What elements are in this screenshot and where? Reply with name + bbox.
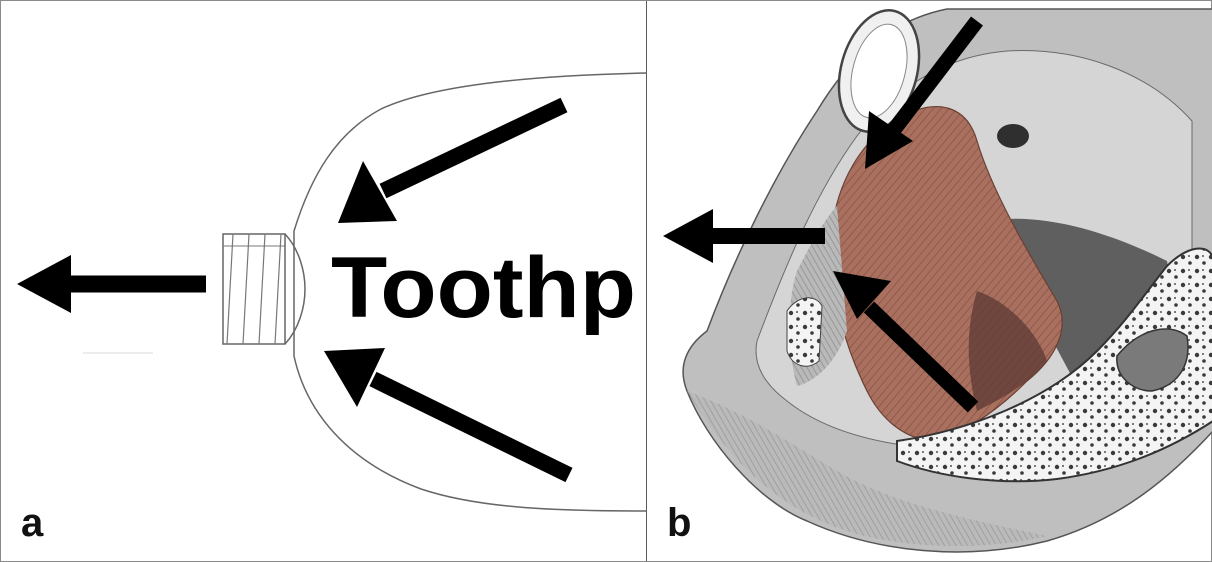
toothpaste-tube-diagram: Toothp	[1, 1, 646, 561]
arrow-down-right-icon	[338, 105, 564, 223]
panel-label-a: a	[21, 503, 43, 543]
anatomical-cross-section-illustration	[647, 1, 1212, 561]
panel-b: b	[647, 1, 1212, 561]
panel-label-b: b	[667, 503, 691, 543]
arrow-left-icon	[17, 255, 206, 313]
tube-cap	[223, 234, 305, 344]
panel-a: Toothp a	[1, 1, 646, 561]
tube-label: Toothp	[331, 240, 636, 336]
